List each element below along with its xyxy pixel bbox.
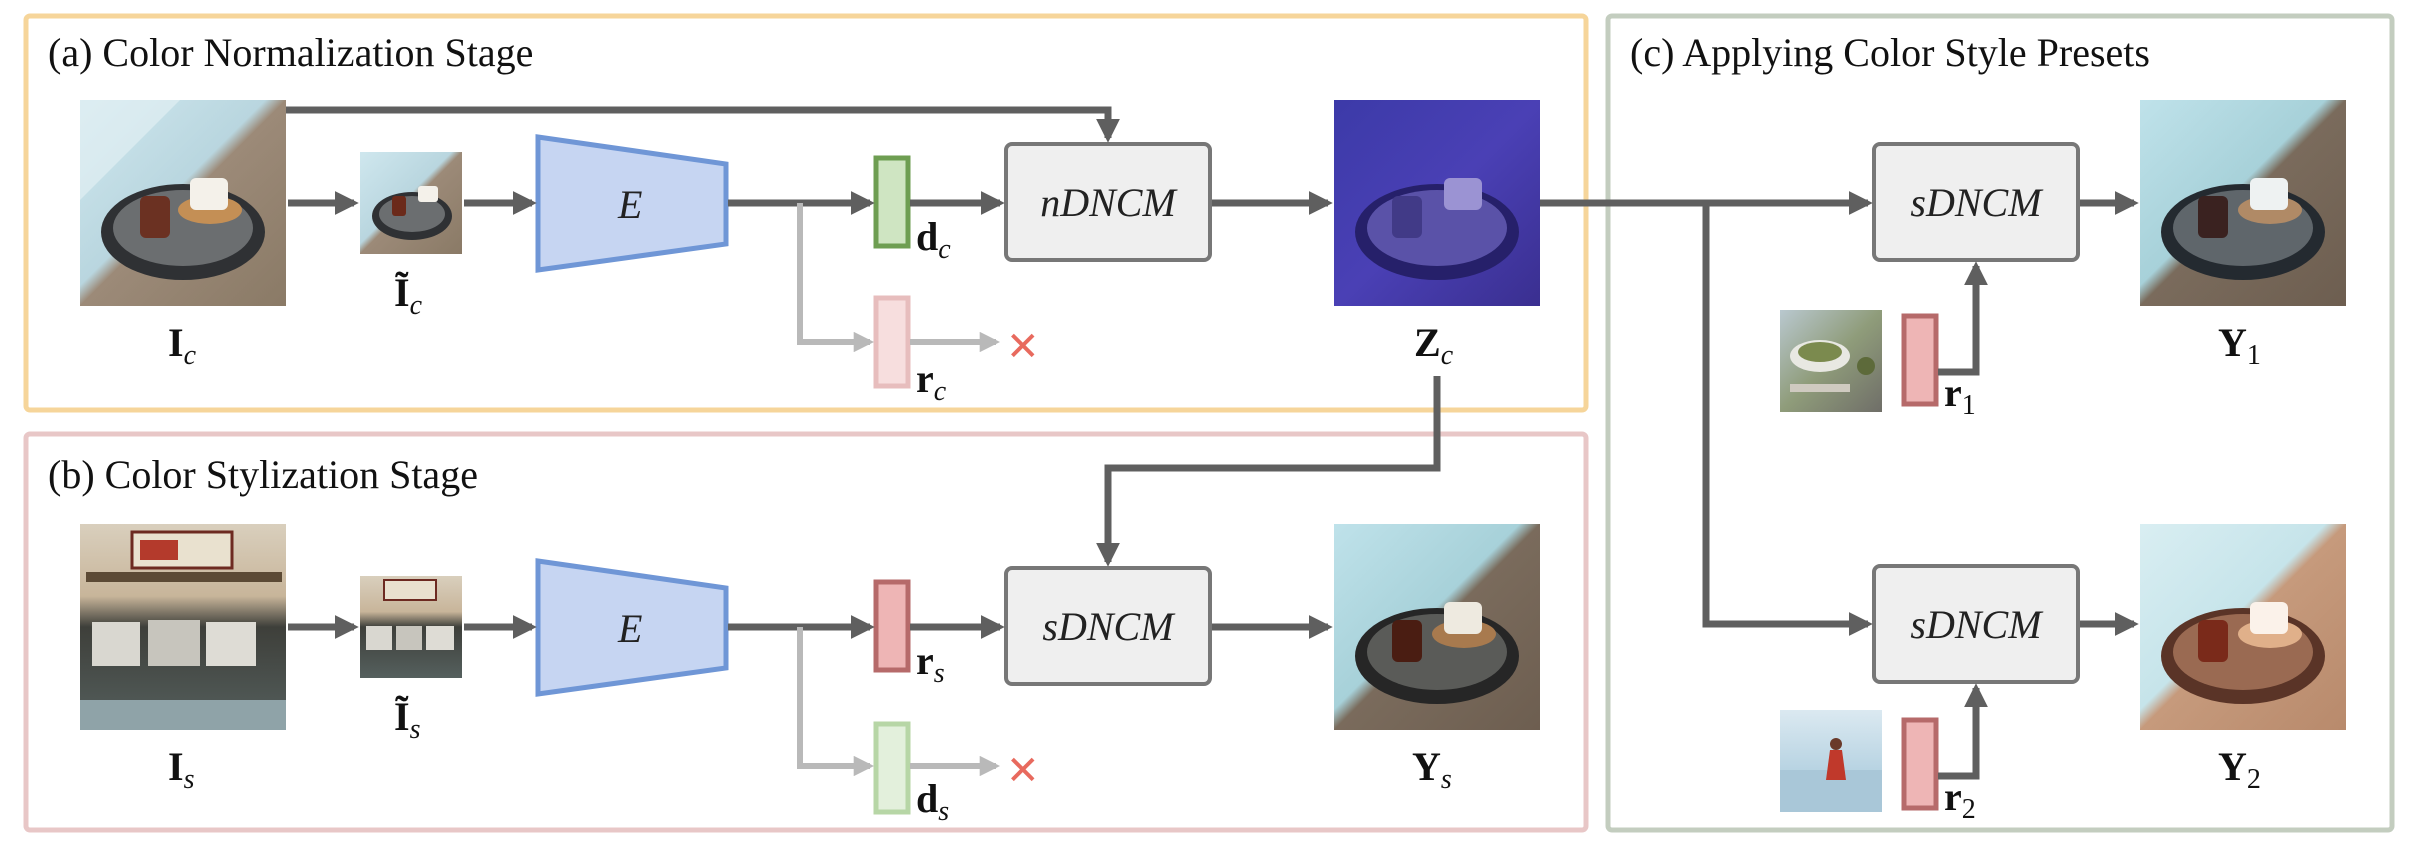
symbol-r-s: rs [916,638,945,689]
ndncm-module [1004,142,1212,262]
presets-stage-frame [1605,13,2395,833]
output-image-Y-1 [2140,100,2346,306]
sdncm-module-b [1004,566,1212,686]
symbol-I-tilde-s: Ĩs [394,694,421,745]
arrow-encoder-to-d-s [797,627,875,777]
sdncm-label-b: sDNCM [1042,604,1176,649]
d-c-vector [873,155,911,249]
discard-mark-r-c: ✕ [1006,324,1040,370]
input-style-image [80,524,286,730]
ndncm-label: nDNCM [1040,180,1178,225]
downsampled-style-image [360,576,462,678]
r-1-vector [1901,313,1939,407]
output-image-Y-2 [2140,524,2346,730]
stylized-image-Y-s [1334,524,1540,730]
downsampled-content-image [360,152,462,254]
symbol-I-s: Is [168,744,195,795]
arrow-r2-to-sdncm-c2 [1938,683,1988,780]
discard-mark-d-s: ✕ [1006,748,1040,794]
normalized-image-Z-c [1334,100,1540,306]
r-c-vector [873,295,911,389]
symbol-Z-c: Zc [1414,320,1454,371]
normalization-stage-frame [23,13,1589,413]
stylization-stage-title: (b) Color Stylization Stage [48,452,478,497]
encoder-label-a: E [617,182,642,227]
encoder-block-a [535,134,729,273]
r-s-vector [873,579,911,673]
symbol-I-tilde-c: Ĩc [394,270,423,321]
presets-stage-title: (c) Applying Color Style Presets [1630,30,2150,75]
symbol-Y-s: Ys [1412,744,1452,795]
arrow-Ic-skip-to-ndncm [286,106,1120,143]
sdncm-module-c2 [1872,564,2080,684]
r-2-vector [1901,717,1939,811]
arrow-branch-to-sdncm-c2 [1702,203,1873,636]
sdncm-label-c1: sDNCM [1910,180,2044,225]
symbol-d-c: dc [916,214,951,265]
symbol-d-s: ds [916,776,949,827]
sdncm-label-c2: sDNCM [1910,602,2044,647]
arrow-encoder-to-r-c [797,203,875,353]
preset-style-image-1 [1780,310,1882,412]
symbol-r-1: r1 [1944,370,1976,421]
stylization-stage-frame [23,431,1589,833]
encoder-label-b: E [617,606,642,651]
arrow-Zc-to-sdncm-b [1096,376,1441,567]
symbol-Y-1: Y1 [2218,320,2261,371]
preset-style-image-2 [1780,710,1882,812]
symbol-r-2: r2 [1944,774,1976,825]
sdncm-module-c1 [1872,142,2080,262]
arrow-r1-to-sdncm-c1 [1938,261,1988,376]
encoder-block-b [535,558,729,697]
symbol-r-c: rc [916,356,947,407]
d-s-vector [873,721,911,815]
symbol-I-c: Ic [168,320,197,371]
symbol-Y-2: Y2 [2218,744,2261,795]
input-content-image [80,100,286,306]
normalization-stage-title: (a) Color Normalization Stage [48,30,533,75]
